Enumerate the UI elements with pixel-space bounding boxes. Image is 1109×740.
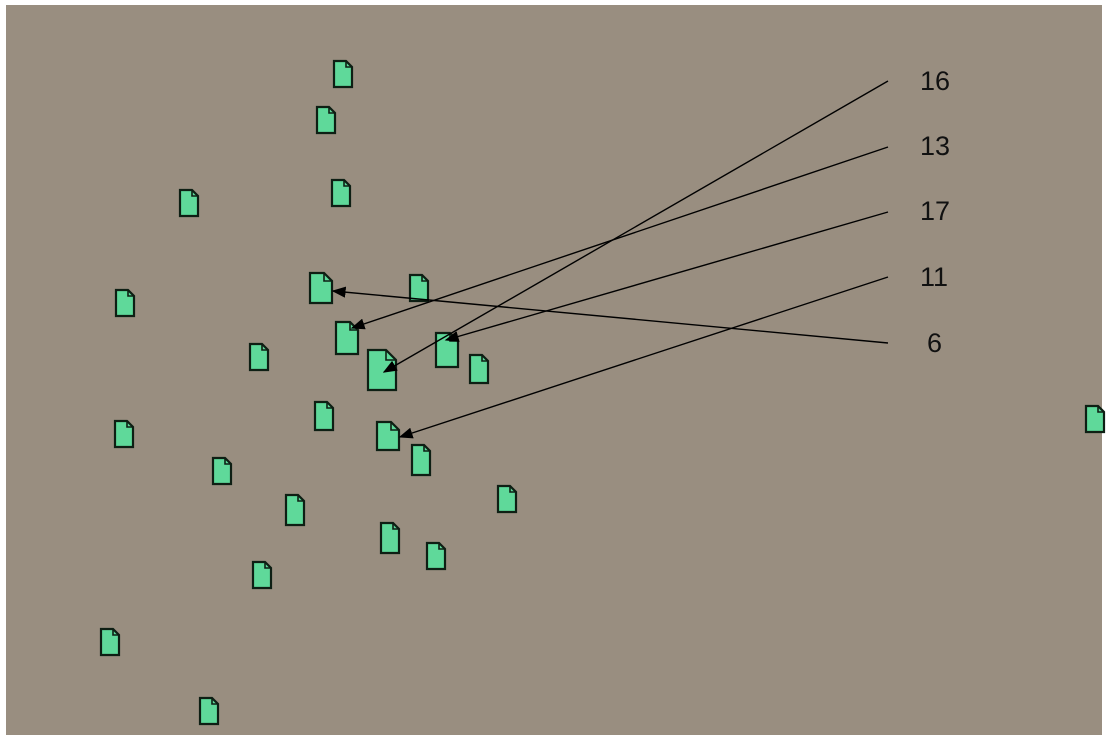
document-icon[interactable] [99,627,121,657]
callout-arrows [331,80,889,439]
document-icon[interactable] [308,271,334,305]
callout-arrow-16 [382,80,889,373]
document-icon[interactable] [178,188,200,218]
document-icon[interactable] [248,342,270,372]
document-icon[interactable] [284,493,306,527]
document-icon[interactable] [113,419,135,449]
document-icon[interactable] [313,400,335,432]
document-icon[interactable] [468,353,490,385]
document-icon[interactable] [425,541,447,571]
callout-arrow-11 [398,276,889,439]
callout-label-16: 16 [920,66,950,96]
callout-label-11: 11 [920,262,948,292]
callout-labels: 16 13 17 11 6 [920,66,950,358]
document-icon[interactable] [1084,404,1106,434]
document-icon[interactable] [330,178,352,208]
map-background [6,5,1102,735]
document-icon[interactable] [366,348,398,392]
document-icon[interactable] [198,696,220,726]
document-icon[interactable] [496,484,518,514]
document-icon[interactable] [379,521,401,555]
callout-label-13: 13 [920,131,950,161]
callout-label-6: 6 [927,328,942,358]
document-icon[interactable] [410,443,432,477]
document-icons [99,59,1106,726]
document-icon[interactable] [334,320,360,356]
document-icon[interactable] [375,420,401,452]
document-icon[interactable] [251,560,273,590]
document-icon[interactable] [332,59,354,89]
document-icon[interactable] [408,273,430,303]
document-icon[interactable] [211,456,233,486]
callout-arrow-17 [444,211,889,342]
document-icon[interactable] [114,288,136,318]
callout-arrow-6 [331,286,889,344]
callout-arrow-13 [350,146,889,330]
callout-label-17: 17 [920,196,950,226]
document-icon[interactable] [315,105,337,135]
